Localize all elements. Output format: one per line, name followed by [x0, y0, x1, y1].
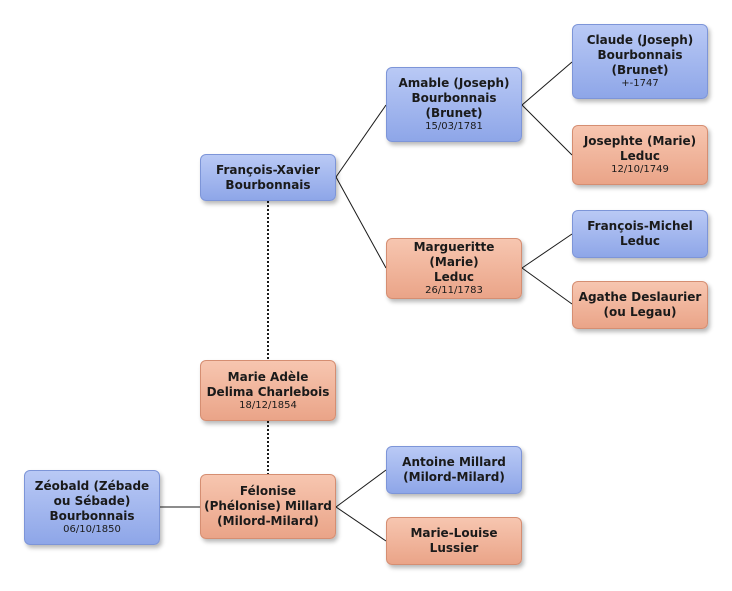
person-name: Josephte (Marie) Leduc	[583, 134, 697, 163]
connector-amable-josephte	[521, 104, 573, 156]
person-josephte[interactable]: Josephte (Marie) Leduc 12/10/1749	[572, 125, 708, 185]
connector-margueritte-francois-michel	[521, 233, 573, 269]
person-name: Agathe Deslaurier (ou Legau)	[578, 290, 702, 319]
person-name: Antoine Millard (Milord-Milard)	[402, 455, 506, 484]
connector-felonise-marie-louise	[335, 506, 387, 542]
person-date: +-1747	[621, 78, 659, 89]
person-francois-michel[interactable]: François-Michel Leduc	[572, 210, 708, 258]
person-name: Marie Adèle Delima Charlebois	[206, 369, 330, 399]
person-date: 26/11/1783	[425, 285, 483, 296]
person-date: 18/12/1854	[239, 399, 297, 411]
connector-margueritte-agathe	[521, 267, 573, 305]
person-marie-adele[interactable]: Marie Adèle Delima Charlebois 18/12/1854	[200, 360, 336, 421]
person-date: 12/10/1749	[611, 164, 669, 175]
person-name: Zéobald (Zébade ou Sébade) Bourbonnais	[34, 479, 150, 523]
person-amable[interactable]: Amable (Joseph) Bourbonnais (Brunet) 15/…	[386, 67, 522, 142]
person-name: François-Michel Leduc	[587, 219, 693, 248]
person-name: Félonise (Phélonise) Millard (Milord-Mil…	[204, 484, 332, 528]
person-name: Marie-Louise Lussier	[410, 526, 498, 555]
person-margueritte[interactable]: Margueritte (Marie) Leduc 26/11/1783	[386, 238, 522, 299]
connector-felonise-antoine	[335, 469, 387, 508]
person-marie-louise[interactable]: Marie-Louise Lussier	[386, 517, 522, 565]
connector-fx-amable	[335, 104, 387, 178]
connector-fx-margueritte	[335, 176, 387, 269]
person-name: Margueritte (Marie) Leduc	[413, 240, 495, 284]
person-name: François-Xavier Bourbonnais	[216, 162, 320, 192]
person-claude[interactable]: Claude (Joseph) Bourbonnais (Brunet) +-1…	[572, 24, 708, 99]
person-date: 15/03/1781	[425, 121, 483, 132]
connector-amable-claude	[521, 61, 573, 106]
person-felonise[interactable]: Félonise (Phélonise) Millard (Milord-Mil…	[200, 474, 336, 539]
person-francois-xavier[interactable]: François-Xavier Bourbonnais	[200, 154, 336, 201]
person-agathe[interactable]: Agathe Deslaurier (ou Legau)	[572, 281, 708, 329]
person-name: Amable (Joseph) Bourbonnais (Brunet)	[398, 76, 510, 120]
person-date: 06/10/1850	[63, 524, 121, 535]
person-name: Claude (Joseph) Bourbonnais (Brunet)	[586, 33, 694, 77]
person-antoine[interactable]: Antoine Millard (Milord-Milard)	[386, 446, 522, 494]
person-zeobald[interactable]: Zéobald (Zébade ou Sébade) Bourbonnais 0…	[24, 470, 160, 545]
